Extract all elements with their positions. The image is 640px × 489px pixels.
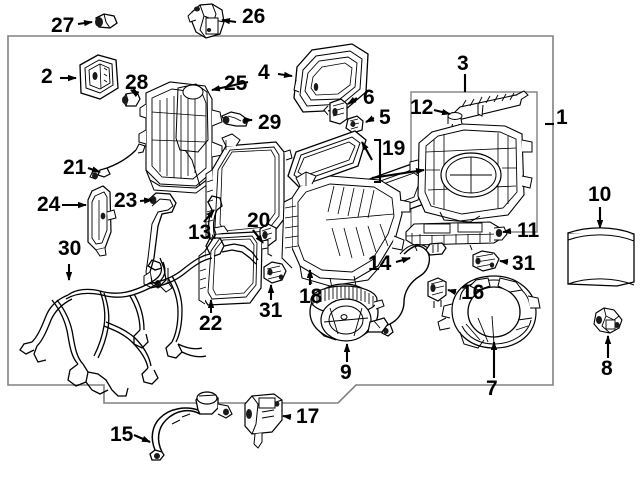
leader-26: [221, 17, 237, 25]
callout-26: 26: [242, 5, 266, 28]
callout-24: 24: [37, 193, 61, 216]
callout-25: 25: [224, 72, 248, 95]
part-8-mode-actuator: [593, 307, 623, 334]
part-15-drain-hose: [149, 391, 233, 461]
callout-11: 11: [517, 219, 540, 242]
part-31b-retainer-clip: [472, 250, 500, 272]
callout-28: 28: [125, 71, 149, 94]
callout-31-a: 31: [259, 299, 283, 322]
callout-1: 1: [556, 106, 568, 129]
callout-12: 12: [410, 96, 434, 119]
part-27-clip-grommet: [95, 13, 118, 29]
part-30-main-wiring-harness: [19, 195, 259, 397]
part-5-clip-retainer: [345, 115, 364, 134]
part-11-lower-case-bracket: [405, 221, 508, 252]
callout-2: 2: [41, 65, 53, 88]
leader-20: [252, 229, 264, 244]
leader-6: [347, 96, 358, 105]
part-17-expansion-valve: [244, 393, 283, 449]
part-28-small-clip: [122, 91, 141, 107]
callout-14: 14: [368, 252, 392, 275]
part-10-cabin-air-filter: [567, 227, 635, 287]
leader-4: [277, 71, 293, 79]
callout-7: 7: [486, 377, 498, 400]
part-4-upper-case-cover: [293, 43, 369, 113]
callout-30: 30: [58, 237, 82, 260]
callout-29: 29: [258, 111, 282, 134]
callout-20: 20: [247, 209, 271, 232]
leader-17: [282, 413, 292, 421]
leader-25: [211, 80, 249, 92]
leader-16: [447, 288, 457, 296]
leader-21: [87, 166, 101, 173]
part-18-hvac-case-center: [281, 171, 411, 289]
callout-17: 17: [296, 405, 320, 428]
part-7-blower-scroll-housing: [437, 275, 541, 349]
callout-10: 10: [588, 183, 612, 206]
part-21-sensor-lead: [89, 143, 146, 180]
callout-6: 6: [363, 86, 375, 109]
callout-22: 22: [199, 312, 223, 335]
leader-11: [502, 227, 512, 235]
leader-13: [203, 209, 215, 223]
part-2-side-duct-cover: [79, 54, 119, 100]
callout-19: 19: [382, 137, 406, 160]
part-9-blower-motor: [309, 283, 389, 342]
leader-23: [139, 197, 153, 204]
callout-21: 21: [63, 156, 87, 179]
callout-27: 27: [51, 14, 75, 37]
leader-14: [395, 256, 411, 264]
leader-19-bracket: [374, 138, 382, 184]
part-24-duct-support-bracket: [87, 185, 117, 257]
part-31a-retainer-clip: [263, 261, 287, 284]
callout-23: 23: [114, 189, 138, 212]
part-25-blower-case-upper: [138, 81, 223, 194]
callout-18: 18: [299, 285, 323, 308]
callout-3: 3: [457, 52, 469, 75]
part-29-link-arm: [221, 111, 249, 127]
leader-15: [133, 434, 151, 443]
callout-4: 4: [258, 61, 270, 84]
part-19-case-seal-upper: [287, 130, 367, 188]
callout-15: 15: [110, 423, 134, 446]
leader-19a: [361, 141, 373, 161]
leader-27: [77, 19, 93, 27]
plain-leaders: [132, 74, 554, 184]
leader-31b: [499, 258, 509, 266]
callout-13: 13: [188, 221, 212, 244]
part-16-resistor-connector: [427, 277, 447, 308]
leader-5: [365, 115, 375, 123]
callout-31-b: 31: [512, 252, 536, 275]
callout-8: 8: [601, 357, 613, 380]
callout-9: 9: [340, 361, 352, 384]
part-26-control-actuator: [187, 3, 225, 39]
leader-12: [433, 108, 451, 116]
part-3-blower-case-body: [409, 112, 533, 223]
leader-28-stem: [132, 87, 138, 95]
part-13-heater-core: [205, 133, 293, 242]
part-6-servo-clip: [323, 98, 348, 125]
callout-16: 16: [461, 281, 485, 304]
callout-5: 5: [379, 106, 391, 129]
